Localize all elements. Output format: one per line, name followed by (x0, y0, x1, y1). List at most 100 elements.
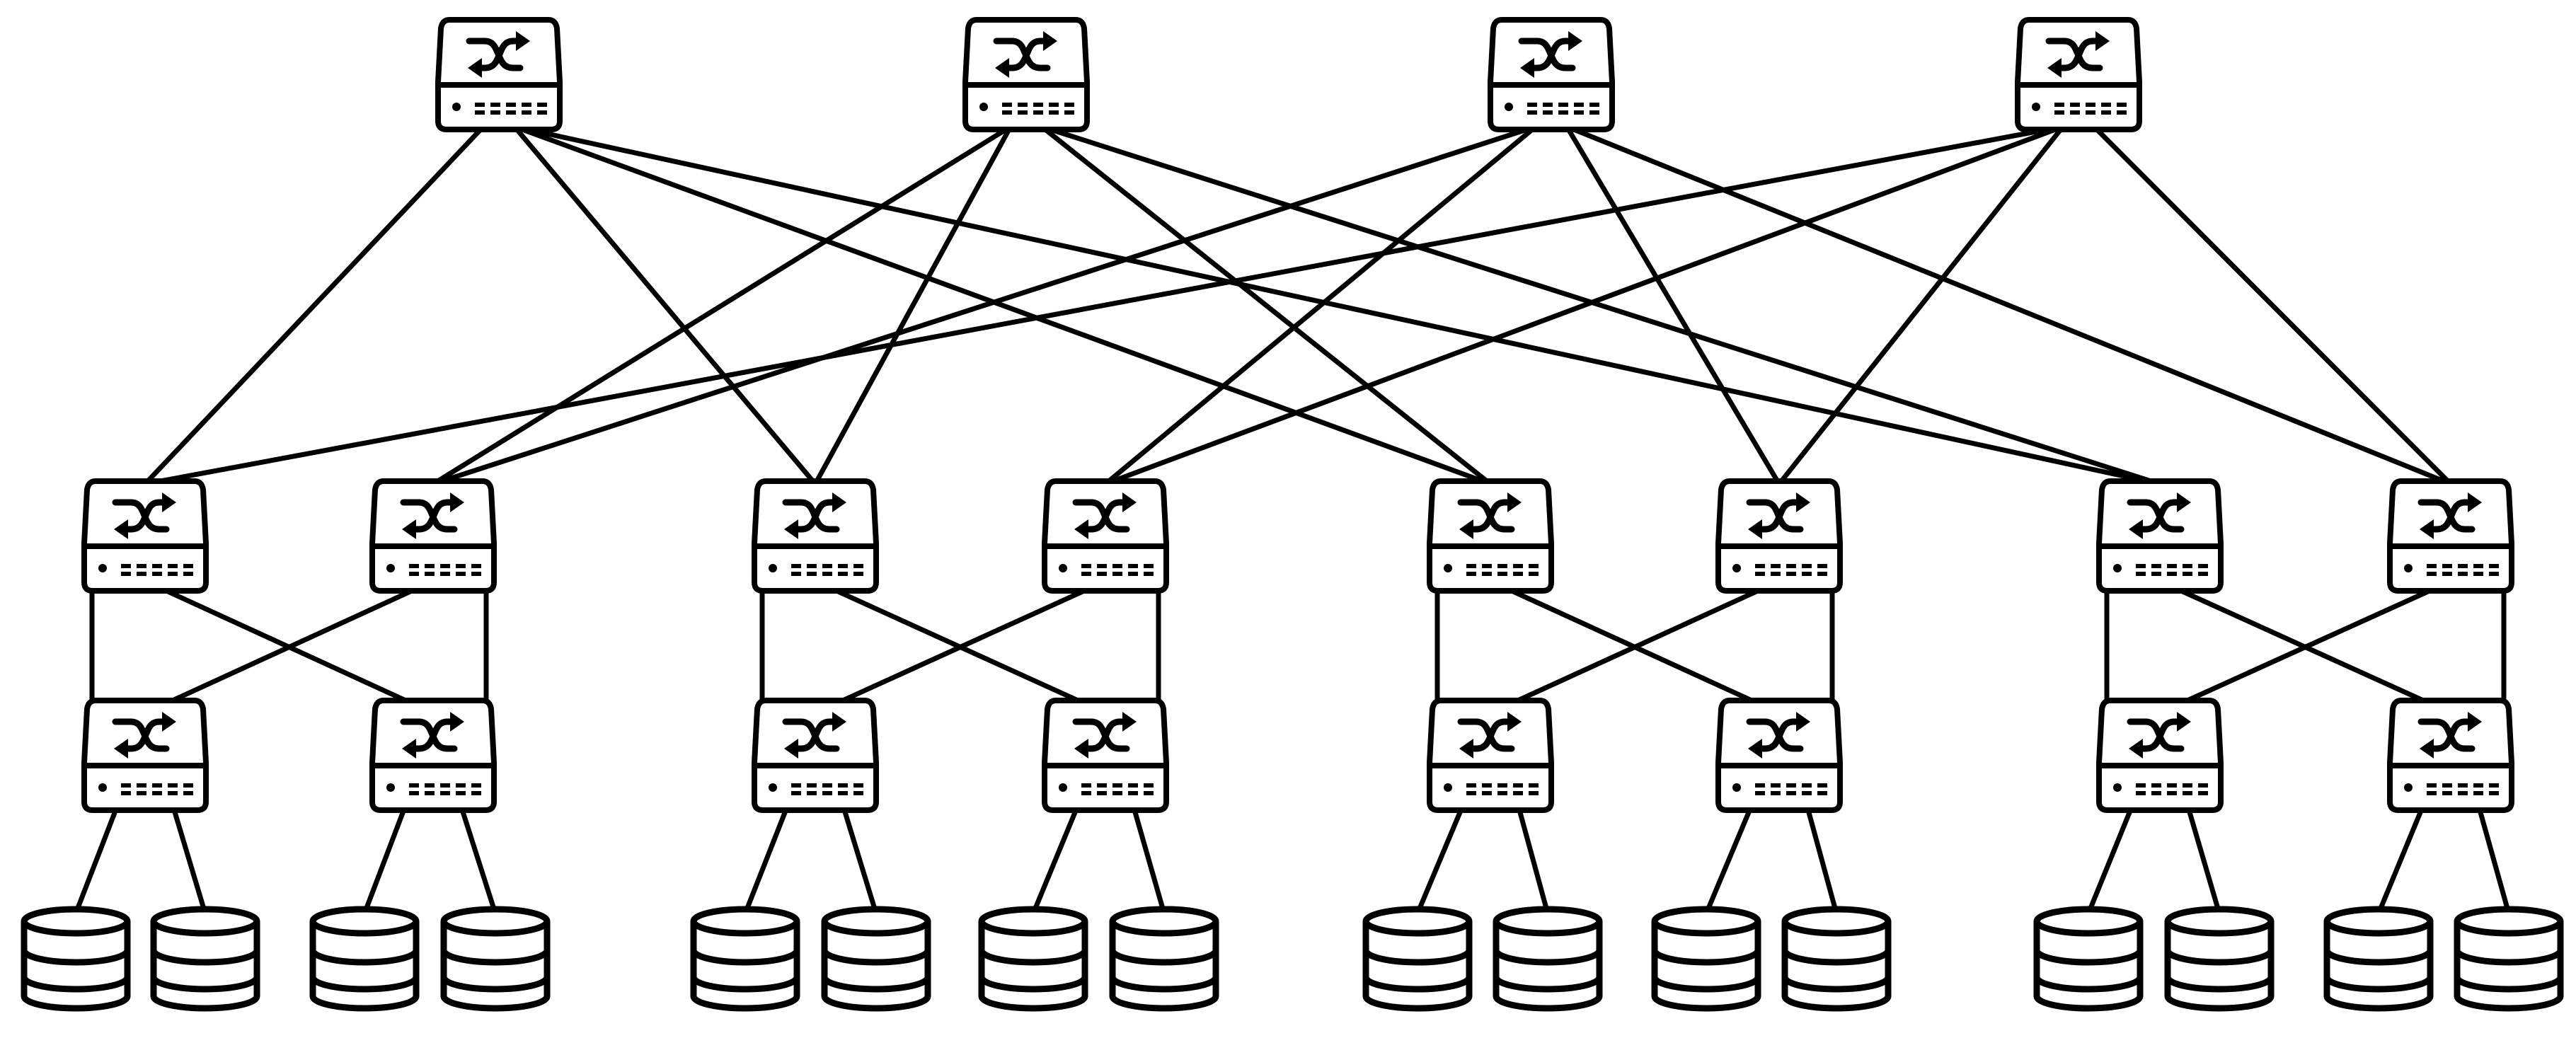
database-icon (821, 906, 931, 1012)
edge-host-link (2086, 805, 2134, 916)
edge-host-link (1415, 805, 1465, 916)
edge-host-link (2476, 805, 2512, 916)
aggregation-edge-link (834, 588, 1087, 706)
core-aggregation-link (1039, 124, 2163, 487)
database-icon (2164, 906, 2275, 1012)
database-icon (1109, 906, 1219, 1012)
crossed-arrows-icon (1072, 712, 1137, 759)
port-row (2404, 783, 2499, 795)
crossed-arrows-icon (1072, 492, 1137, 539)
crossed-arrows-icon (112, 492, 176, 539)
edge-switch-icon (752, 698, 879, 813)
core-aggregation-link (1103, 124, 1539, 487)
port-row (1444, 564, 1539, 576)
port-row (386, 564, 481, 576)
edge-host-link (1516, 805, 1551, 916)
port-row (769, 564, 863, 576)
crossed-arrows-icon (1518, 31, 1582, 78)
core-aggregation-link (142, 124, 486, 487)
port-row (1732, 783, 1827, 795)
edge-switch-icon (369, 698, 497, 813)
core-switch-icon (962, 17, 1090, 132)
edge-host-link (1703, 805, 1754, 916)
edge-host-link (1805, 805, 1839, 916)
core-aggregation-link (430, 124, 1539, 487)
crossed-arrows-icon (2127, 492, 2191, 539)
port-row (2113, 564, 2208, 576)
edge-switch-icon (81, 698, 209, 813)
database-icon (690, 906, 800, 1012)
port-row (1505, 103, 1599, 115)
port-row (979, 103, 1074, 115)
edge-host-link (362, 805, 408, 916)
database-icon (2033, 906, 2144, 1012)
nodes-layer (21, 17, 2564, 1012)
core-aggregation-link (1564, 124, 2454, 487)
aggregation-switch-icon (1042, 478, 1169, 594)
port-row (1444, 783, 1539, 795)
core-aggregation-link (512, 124, 2163, 487)
core-switch-icon (2015, 17, 2142, 132)
core-aggregation-link (2091, 124, 2454, 487)
edge-host-link (1131, 805, 1167, 916)
edge-host-link (1030, 805, 1080, 916)
crossed-arrows-icon (1746, 712, 1810, 759)
core-aggregation-link (512, 124, 1493, 487)
port-row (769, 783, 863, 795)
database-icon (1651, 906, 1761, 1012)
core-aggregation-link (812, 124, 1013, 487)
edge-host-link (171, 805, 208, 916)
aggregation-switch-icon (752, 478, 879, 594)
edge-host-link (73, 805, 120, 916)
aggregation-switch-icon (369, 478, 497, 594)
crossed-arrows-icon (400, 492, 464, 539)
port-row (2404, 564, 2499, 576)
aggregation-switch-icon (2387, 478, 2514, 594)
port-row (98, 783, 193, 795)
database-icon (21, 906, 131, 1012)
edge-switch-icon (1715, 698, 1843, 813)
database-icon (978, 906, 1088, 1012)
crossed-arrows-icon (2127, 712, 2191, 759)
core-aggregation-link (1564, 124, 1782, 487)
crossed-arrows-icon (400, 712, 464, 759)
core-aggregation-link (1103, 124, 2066, 487)
core-aggregation-link (512, 124, 818, 487)
aggregation-switch-icon (81, 478, 209, 594)
database-icon (1493, 906, 1603, 1012)
crossed-arrows-icon (2045, 31, 2110, 78)
database-icon (309, 906, 420, 1012)
port-row (1732, 564, 1827, 576)
crossed-arrows-icon (1746, 492, 1810, 539)
links-layer (73, 124, 2512, 916)
edge-switch-icon (1042, 698, 1169, 813)
edge-switch-icon (2096, 698, 2224, 813)
database-icon (440, 906, 551, 1012)
crossed-arrows-icon (2417, 492, 2482, 539)
crossed-arrows-icon (2417, 712, 2482, 759)
core-switch-icon (1488, 17, 1615, 132)
edge-host-link (2185, 805, 2222, 916)
database-icon (2454, 906, 2564, 1012)
database-icon (150, 906, 260, 1012)
crossed-arrows-icon (112, 712, 176, 759)
edge-switch-icon (1427, 698, 1554, 813)
edge-host-link (459, 805, 498, 916)
aggregation-edge-link (1509, 588, 1761, 706)
port-row (452, 103, 547, 115)
port-row (386, 783, 481, 795)
edge-host-link (2376, 805, 2425, 916)
port-row (2113, 783, 2208, 795)
crossed-arrows-icon (1457, 712, 1522, 759)
crossed-arrows-icon (466, 31, 530, 78)
core-switch-icon (435, 17, 563, 132)
edge-host-link (841, 805, 879, 916)
aggregation-edge-link (2178, 588, 2432, 706)
core-aggregation-link (142, 124, 2066, 487)
database-icon (1362, 906, 1473, 1012)
aggregation-switch-icon (1427, 478, 1554, 594)
database-icon (1781, 906, 1892, 1012)
edge-switch-icon (2387, 698, 2514, 813)
core-aggregation-link (1776, 124, 2066, 487)
